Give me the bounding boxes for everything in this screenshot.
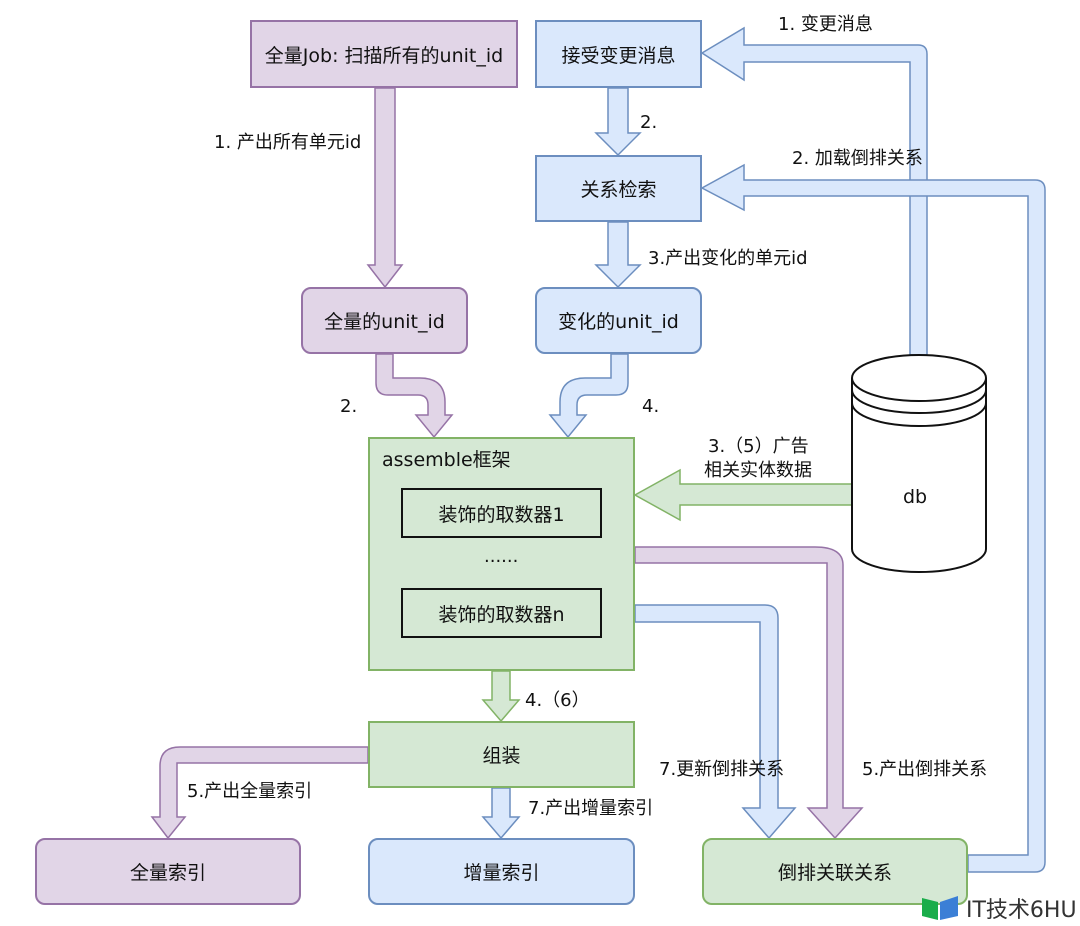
node-full-job-label: 全量Job: 扫描所有的unit_id [264, 44, 504, 67]
arrow-changed-unit-id-to-assemble [548, 353, 629, 439]
fetcher-ellipsis: ...... [484, 546, 519, 567]
arrow-db-to-assemble [633, 468, 853, 522]
arrow-db-to-receive-msg [700, 26, 928, 356]
node-inverted-relation: 倒排关联关系 [702, 838, 968, 905]
node-full-index: 全量索引 [35, 838, 301, 905]
node-receive-msg: 接受变更消息 [535, 20, 702, 88]
arrow-assemble-to-inverted-produce [634, 546, 864, 840]
edge-label-step4-changed: 4. [642, 396, 660, 417]
arrow-assembly-to-full-index [150, 746, 369, 840]
edge-label-load-inverted: 2. 加载倒排关系 [792, 148, 923, 169]
edge-label-step2-receive: 2. [640, 112, 658, 133]
node-full-unit-id: 全量的unit_id [301, 287, 468, 354]
node-fetcher-1-label: 装饰的取数器1 [438, 503, 565, 526]
node-assemble-framework: assemble框架 [368, 437, 635, 671]
arrow-receive-to-relation-search [594, 87, 642, 157]
watermark-book-icon [922, 896, 958, 920]
arrow-full-unit-id-to-assemble [375, 353, 454, 439]
node-full-index-label: 全量索引 [129, 862, 206, 884]
edge-label-produce-all-ids: 1. 产出所有单元id [214, 132, 362, 153]
node-incremental-index-label: 增量索引 [463, 862, 540, 884]
node-full-job: 全量Job: 扫描所有的unit_id [250, 20, 518, 88]
edge-label-produce-inverted: 5.产出倒排关系 [862, 759, 988, 780]
edge-label-produce-changed-ids: 3.产出变化的单元id [648, 248, 808, 269]
node-relation-search: 关系检索 [535, 155, 702, 222]
arrow-assemble-to-inverted-update [634, 604, 797, 840]
node-changed-unit-id: 变化的unit_id [535, 287, 702, 354]
database-cylinder-icon [851, 354, 987, 573]
arrow-relation-search-to-changed-unit-id [594, 221, 642, 289]
node-inverted-relation-label: 倒排关联关系 [777, 862, 892, 884]
node-incremental-index: 增量索引 [368, 838, 635, 905]
edge-label-update-inverted: 7.更新倒排关系 [659, 759, 785, 780]
edge-label-entity-data-line2: 相关实体数据 [704, 460, 812, 481]
node-assembly: 组装 [368, 721, 635, 788]
node-changed-unit-id-label: 变化的unit_id [558, 311, 679, 333]
watermark: IT技术6HU [920, 892, 1077, 924]
node-receive-msg-label: 接受变更消息 [561, 44, 676, 67]
node-fetcher-n-label: 装饰的取数器n [438, 603, 565, 626]
edge-label-change-msg: 1. 变更消息 [778, 14, 873, 35]
watermark-text: IT技术6HU [966, 898, 1077, 923]
edge-label-produce-full-index: 5.产出全量索引 [187, 781, 313, 802]
node-assembly-label: 组装 [482, 745, 521, 767]
node-db-label: db [903, 486, 928, 508]
node-relation-search-label: 关系检索 [580, 179, 657, 201]
arrow-full-job-to-full-unit-id [366, 87, 404, 289]
node-fetcher-n: 装饰的取数器n [401, 588, 602, 638]
node-full-unit-id-label: 全量的unit_id [324, 311, 445, 333]
edge-label-produce-incr-index: 7.产出增量索引 [528, 798, 654, 819]
assemble-framework-title: assemble框架 [382, 449, 511, 471]
edge-label-entity-data-line1: 3.（5）广告 [708, 436, 809, 457]
arrow-inverted-to-relation-search [700, 163, 1046, 873]
arrow-assemble-to-assembly [481, 670, 521, 723]
node-fetcher-1: 装饰的取数器1 [401, 488, 602, 538]
arrow-assembly-to-incremental-index [481, 787, 521, 840]
edge-label-step4-6: 4.（6） [525, 690, 590, 711]
edge-label-step2-full: 2. [340, 396, 358, 417]
